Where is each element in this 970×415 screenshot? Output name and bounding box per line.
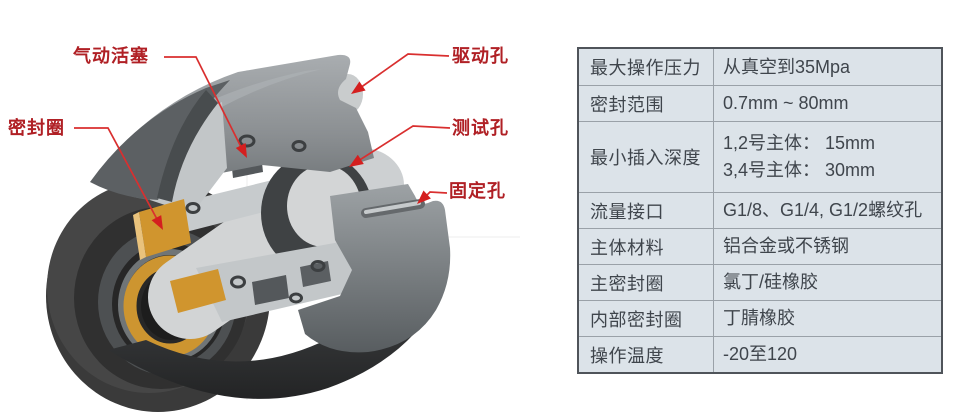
spec-value-text: 0.7mm ~ 80mm — [723, 93, 849, 113]
spec-value: 氯丁/硅橡胶 — [714, 265, 941, 300]
seal-block-lower — [170, 269, 226, 313]
fixing-block — [298, 184, 451, 353]
spec-row-body-material: 主体材料 铝合金或不锈钢 — [579, 228, 941, 264]
spec-value-text: 丁腈橡胶 — [723, 308, 795, 328]
arrowhead-icon — [235, 143, 247, 158]
spec-value: -20至120 — [714, 337, 941, 372]
spec-label: 主体材料 — [579, 229, 714, 264]
arrowhead-icon — [417, 190, 431, 204]
spec-value-text: 氯丁/硅橡胶 — [723, 272, 819, 292]
spec-row-operating-temperature: 操作温度 -20至120 — [579, 336, 941, 372]
spec-value: 从真空到35Mpa — [714, 49, 941, 85]
spec-label: 操作温度 — [579, 337, 714, 372]
spec-value: 铝合金或不锈钢 — [714, 229, 941, 264]
spec-value-text: 3,4号主体： 30mm — [723, 160, 876, 180]
spec-row-internal-seal: 内部密封圈 丁腈橡胶 — [579, 300, 941, 336]
spec-row-seal-range: 密封范围 0.7mm ~ 80mm — [579, 85, 941, 121]
spec-label: 主密封圈 — [579, 265, 714, 300]
callout-pneumatic-piston: 气动活塞 — [73, 46, 149, 66]
arrowhead-icon — [349, 154, 364, 167]
spec-label: 流量接口 — [579, 193, 714, 228]
spec-value-text: 铝合金或不锈钢 — [723, 236, 849, 256]
callout-fixing-hole: 固定孔 — [449, 181, 506, 201]
spec-value-text: 从真空到35Mpa — [723, 56, 851, 77]
spec-value: 丁腈橡胶 — [714, 301, 941, 336]
bottom-shell — [108, 238, 448, 399]
callout-seal-ring: 密封圈 — [8, 118, 65, 138]
leader-arrowheads — [151, 81, 431, 230]
leader-drive-hole — [359, 53, 450, 89]
spec-value-text: G1/8、G1/4, G1/2螺纹孔 — [723, 200, 923, 220]
callout-test-hole: 测试孔 — [452, 118, 509, 138]
leader-pneumatic-piston — [164, 56, 244, 152]
leader-seal-ring — [74, 127, 159, 222]
spec-value-text: 1,2号主体： 15mm — [723, 133, 876, 153]
spec-label: 内部密封圈 — [579, 301, 714, 336]
spec-value: G1/8、G1/4, G1/2螺纹孔 — [714, 193, 941, 228]
spec-row-min-insertion-depth: 最小插入深度 1,2号主体： 15mm 3,4号主体： 30mm — [579, 121, 941, 192]
device-cutaway-illustration — [46, 53, 520, 412]
seal-block-upper — [133, 199, 191, 260]
spec-value: 1,2号主体： 15mm 3,4号主体： 30mm — [714, 122, 941, 192]
spec-label: 密封范围 — [579, 86, 714, 121]
spec-label: 最大操作压力 — [579, 49, 714, 85]
left-cut-plate — [90, 80, 230, 214]
callout-drive-hole: 驱动孔 — [452, 46, 509, 66]
arrowhead-icon — [351, 81, 366, 94]
spec-table: 最大操作压力 从真空到35Mpa 密封范围 0.7mm ~ 80mm 最小插入深… — [577, 47, 943, 374]
spec-row-main-seal: 主密封圈 氯丁/硅橡胶 — [579, 264, 941, 300]
leader-test-hole — [357, 125, 451, 162]
spec-row-flow-ports: 流量接口 G1/8、G1/4, G1/2螺纹孔 — [579, 192, 941, 228]
arrowhead-icon — [151, 215, 163, 230]
o-ring-details — [185, 134, 326, 304]
spec-value-text: -20至120 — [723, 344, 798, 364]
spec-value: 0.7mm ~ 80mm — [714, 86, 941, 121]
spec-row-max-pressure: 最大操作压力 从真空到35Mpa — [579, 49, 941, 85]
spec-label: 最小插入深度 — [579, 122, 714, 192]
